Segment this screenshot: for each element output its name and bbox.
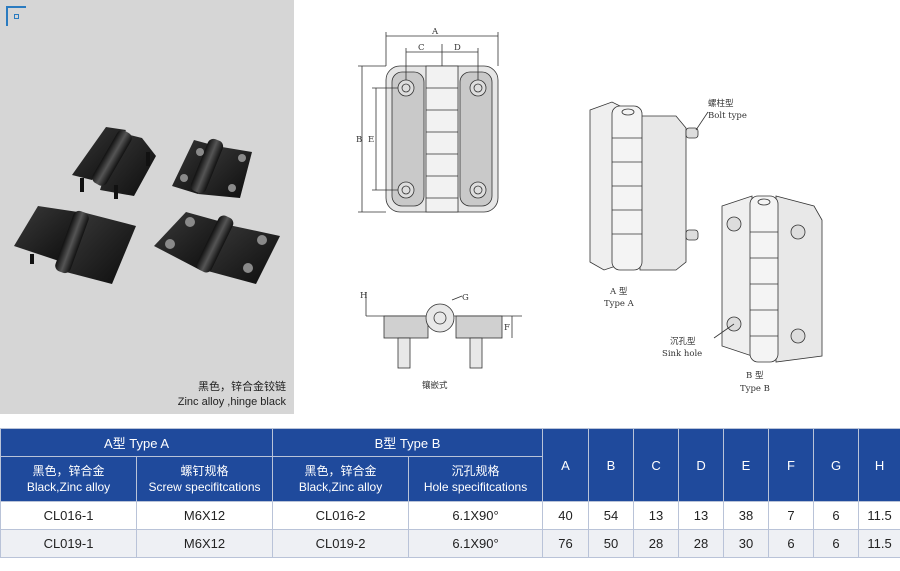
bolt-type-cn: 螺柱型 [708, 98, 734, 109]
type-b-iso-drawing [713, 195, 823, 363]
dim-label-f: F [504, 323, 510, 333]
dim-header-c: C [633, 428, 680, 502]
dim-label-d: D [454, 43, 461, 53]
dim-label-g: G [462, 293, 469, 303]
caption-en: Zinc alloy ,hinge black [177, 396, 286, 408]
type-b-cn: B 型 [746, 371, 764, 381]
dim-label-c: C [418, 43, 425, 53]
spec-table: A型 Type A B型 Type B A B C D E F G H 黑色，锌… [0, 428, 900, 558]
dim-header-d: D [678, 428, 725, 502]
type-a-en: Type A [604, 299, 635, 309]
dim-header-f: F [768, 428, 815, 502]
inset-label: 镶嵌式 [422, 380, 448, 391]
type-a-cn: A 型 [609, 287, 628, 297]
corner-mark-icon [6, 6, 26, 26]
product-photo [14, 127, 280, 284]
product-photo-panel: 黑色，锌合金铰链 Zinc alloy ,hinge black [0, 0, 294, 414]
group-header-type-a: A型 Type A [0, 428, 274, 457]
dim-label-e: E [368, 135, 374, 145]
dim-header-h: H [858, 428, 900, 502]
inset-side-view-drawing [365, 292, 522, 369]
dim-label-b: B [356, 135, 362, 145]
hinge-photo-3 [14, 206, 136, 284]
front-view-drawing [358, 32, 499, 213]
dim-label-h: H [360, 291, 367, 301]
bolt-type-en: Bolt type [708, 111, 747, 121]
table-row: CL019-1 M6X12 CL019-2 6.1X90° 76 50 28 2… [0, 529, 900, 558]
group-header-type-b: B型 Type B [272, 428, 544, 457]
sink-hole-en: Sink hole [662, 349, 702, 359]
sink-hole-cn: 沉孔型 [670, 337, 696, 347]
caption-cn: 黑色，锌合金铰链 [198, 381, 286, 393]
dim-label-a: A [431, 27, 439, 37]
dim-header-b: B [588, 428, 635, 502]
dim-header-g: G [813, 428, 860, 502]
dim-header-e: E [723, 428, 770, 502]
table-row: CL016-1 M6X12 CL016-2 6.1X90° 40 54 13 1… [0, 501, 900, 530]
type-a-iso-drawing [589, 101, 709, 271]
table-header-row: A型 Type A B型 Type B A B C D E F G H [0, 428, 900, 502]
dim-header-a: A [542, 428, 590, 502]
hinge-photo-1 [72, 127, 156, 199]
hinge-photo-4 [154, 212, 280, 284]
photo-caption: 黑色，锌合金铰链 Zinc alloy ,hinge black [178, 380, 286, 410]
type-b-en: Type B [740, 384, 770, 394]
hinge-photo-2 [172, 138, 252, 198]
technical-drawings: A B C D E F G H 镶嵌式 螺柱型 Bolt type A 型 Ty… [356, 27, 823, 394]
